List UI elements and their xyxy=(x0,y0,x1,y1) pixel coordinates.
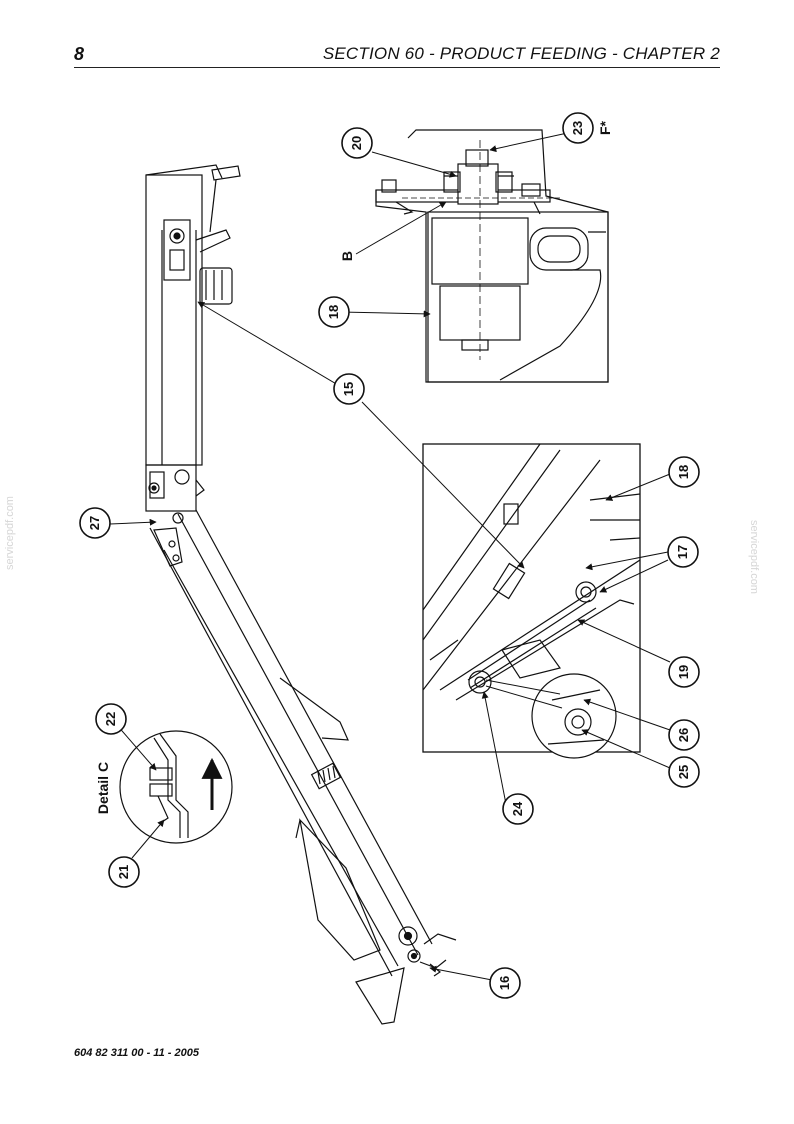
page-number: 8 xyxy=(74,44,85,64)
callout-25: 25 xyxy=(676,765,691,779)
detail-c-label: Detail C xyxy=(95,762,111,814)
callout-21: 21 xyxy=(116,865,131,879)
header-rule xyxy=(74,67,720,68)
callout-27: 27 xyxy=(87,516,102,530)
label-f: F* xyxy=(597,120,613,135)
detail-c-circle xyxy=(119,730,233,844)
chain-drive-inset xyxy=(422,443,641,759)
page-header-title: SECTION 60 - PRODUCT FEEDING - CHAPTER 2 xyxy=(322,44,720,63)
callout-24: 24 xyxy=(510,801,525,816)
conveyor-upper-section xyxy=(145,164,241,466)
callout-23: 23 xyxy=(570,121,585,135)
label-b: B xyxy=(339,251,355,261)
callout-26: 26 xyxy=(676,728,691,742)
callout-19: 19 xyxy=(676,665,691,679)
callout-circles xyxy=(79,112,700,999)
callout-20: 20 xyxy=(349,136,364,150)
callout-22: 22 xyxy=(103,712,118,726)
cutaway-detail-b xyxy=(375,129,609,383)
leader-lines xyxy=(109,131,671,981)
callout-18-inset: 18 xyxy=(676,465,691,479)
conveyor-hinge xyxy=(145,464,205,567)
callout-18-upper: 18 xyxy=(326,305,341,319)
conveyor-lower-section xyxy=(149,509,457,1025)
callout-16: 16 xyxy=(497,976,512,990)
callout-15: 15 xyxy=(341,382,356,396)
document-code: 604 82 311 00 - 11 - 2005 xyxy=(74,1047,199,1059)
callout-17: 17 xyxy=(675,545,690,559)
